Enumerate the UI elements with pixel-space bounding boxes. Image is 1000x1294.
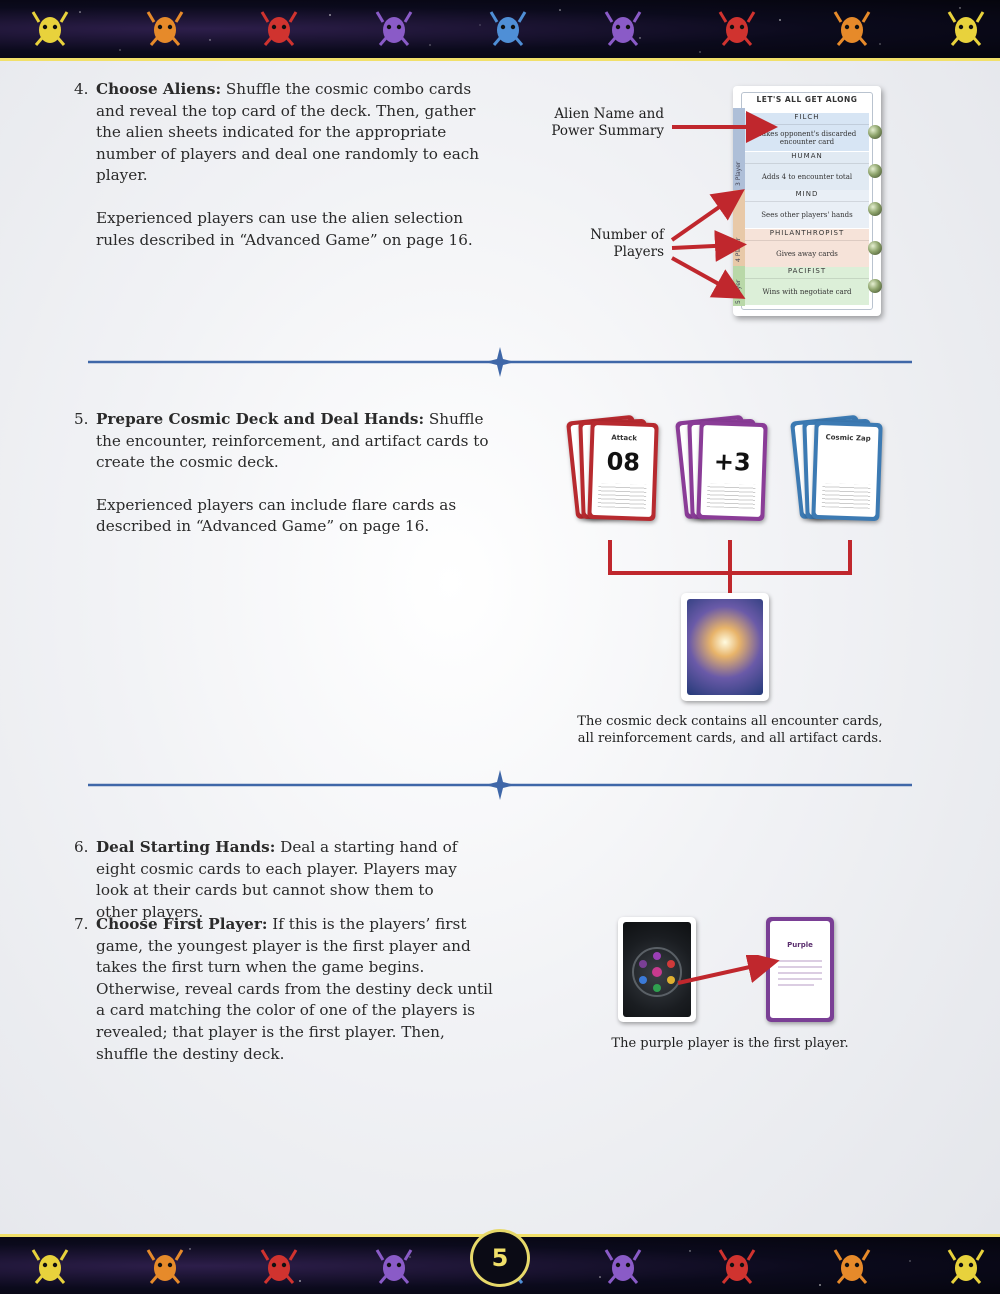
alien-name: Pacifist <box>745 267 869 280</box>
purple-tentacle-alien-icon <box>374 1246 414 1286</box>
combo-card-title: Let's All Get Along <box>756 95 858 104</box>
card-value: +3 <box>713 447 752 477</box>
card-label: Attack <box>611 433 638 443</box>
orange-horned-alien-icon <box>145 8 185 48</box>
arrow-4-player <box>671 229 747 262</box>
red-winged-alien-icon <box>717 8 757 48</box>
alien-power: Gives away cards <box>776 249 838 258</box>
section-divider <box>88 770 912 800</box>
arrow-3-player <box>670 189 745 242</box>
callout-alien-name: Alien Name and Power Summary <box>551 106 664 139</box>
yellow-tentacle-alien-icon <box>30 8 70 48</box>
step-number: 4. <box>74 80 89 98</box>
destiny-arrow <box>677 955 780 985</box>
card-fan: +3 <box>675 414 770 528</box>
card-text-lines <box>778 960 822 986</box>
purple-antlered-alien-icon <box>374 8 414 48</box>
step-text: Experienced players can include flare ca… <box>96 495 457 536</box>
arrow-5-player <box>671 256 746 299</box>
step-heading: Choose Aliens: <box>96 80 222 98</box>
red-winged-alien-icon <box>717 1246 757 1286</box>
yellow-tentacle-alien-icon <box>946 1246 986 1286</box>
step-text: Shuffle the cosmic combo cards and revea… <box>96 80 480 185</box>
callout-number-of-players: Number of Players <box>590 227 664 260</box>
purple-tentacle-alien-icon <box>603 8 643 48</box>
red-winged-alien-icon <box>259 8 299 48</box>
alien-name: Philanthropist <box>745 229 869 241</box>
alien-row: PacifistWins with negotiate card <box>745 267 882 306</box>
page-number: 5 <box>470 1229 530 1287</box>
card-value: 08 <box>606 447 641 477</box>
orange-alien-icon <box>832 8 872 48</box>
orange-alien-icon <box>145 1246 185 1286</box>
destiny-deck-card <box>618 917 696 1022</box>
step-4: 4. Choose Aliens: Shuffle the cosmic com… <box>74 79 486 272</box>
purple-card-label: Purple <box>787 941 813 949</box>
header-rule <box>0 58 1000 61</box>
alien-name: Mind <box>745 190 869 203</box>
step-5: 5. Prepare Cosmic Deck and Deal Hands: S… <box>74 409 496 559</box>
step-heading: Choose First Player: <box>96 915 268 933</box>
cosmic-deck-card <box>681 593 769 701</box>
planet-icon <box>868 163 882 178</box>
alien-row: HumanAdds 4 to encounter total <box>745 151 882 190</box>
alien-name: Filch <box>745 113 869 125</box>
colored-alien-circle-icon <box>632 947 682 997</box>
step-text: Experienced players can use the alien se… <box>96 208 473 249</box>
cosmic-card: Attack 08 <box>587 420 659 522</box>
card-back-art <box>623 922 691 1017</box>
yellow-alien-icon <box>946 8 986 48</box>
alien-power: Wins with negotiate card <box>762 288 852 297</box>
step-text: If this is the players’ first game, the … <box>96 915 493 1063</box>
step-heading: Deal Starting Hands: <box>96 838 276 856</box>
blue-horned-alien-icon <box>488 8 528 48</box>
cosmic-card: Cosmic Zap <box>811 420 883 522</box>
card-fan: Cosmic Zap <box>790 414 885 528</box>
step-6: 6. Deal Starting Hands: Deal a starting … <box>74 837 476 923</box>
step-number: 5. <box>74 410 89 428</box>
callout-arrows <box>670 111 778 299</box>
step-text: Shuffle the encounter, reinforcement, an… <box>96 410 489 472</box>
orange-horned-alien-icon <box>832 1246 872 1286</box>
card-label: Cosmic Zap <box>825 433 871 443</box>
step-7: 7. Choose First Player: If this is the p… <box>74 914 496 1086</box>
alien-row: PhilanthropistGives away cards <box>745 228 882 267</box>
alien-power: Takes opponent's discarded encounter car… <box>757 130 857 146</box>
first-player-caption: The purple player is the first player. <box>611 1036 849 1051</box>
alien-name: Human <box>745 152 869 164</box>
starfield <box>79 7 961 53</box>
card-text-lines <box>706 483 756 509</box>
step-heading: Prepare Cosmic Deck and Deal Hands: <box>96 410 425 428</box>
planet-icon <box>868 279 882 294</box>
alien-power: Sees other players' hands <box>761 211 853 220</box>
card-back-art <box>687 599 763 695</box>
step-number: 7. <box>74 915 89 933</box>
planet-icon <box>868 240 882 255</box>
red-winged-alien-icon <box>259 1246 299 1286</box>
card-text-lines <box>821 483 871 509</box>
planet-icon <box>868 125 882 139</box>
section-divider <box>88 347 912 377</box>
purple-antlered-alien-icon <box>603 1246 643 1286</box>
cosmic-deck-caption: The cosmic deck contains all encounter c… <box>577 714 883 746</box>
step-text: Deal a starting hand of eight cosmic car… <box>96 838 458 921</box>
alien-row: MindSees other players' hands <box>745 190 882 229</box>
card-fan: Attack 08 <box>566 414 661 528</box>
yellow-alien-icon <box>30 1246 70 1286</box>
step-number: 6. <box>74 838 89 856</box>
planet-icon <box>868 202 882 217</box>
cosmic-combo-card: Let's All Get Along 3 Player 4 Player 5 … <box>733 86 882 316</box>
alien-power: Adds 4 to encounter total <box>761 172 853 181</box>
cosmic-card: +3 <box>696 420 768 522</box>
card-text-lines <box>597 483 647 509</box>
